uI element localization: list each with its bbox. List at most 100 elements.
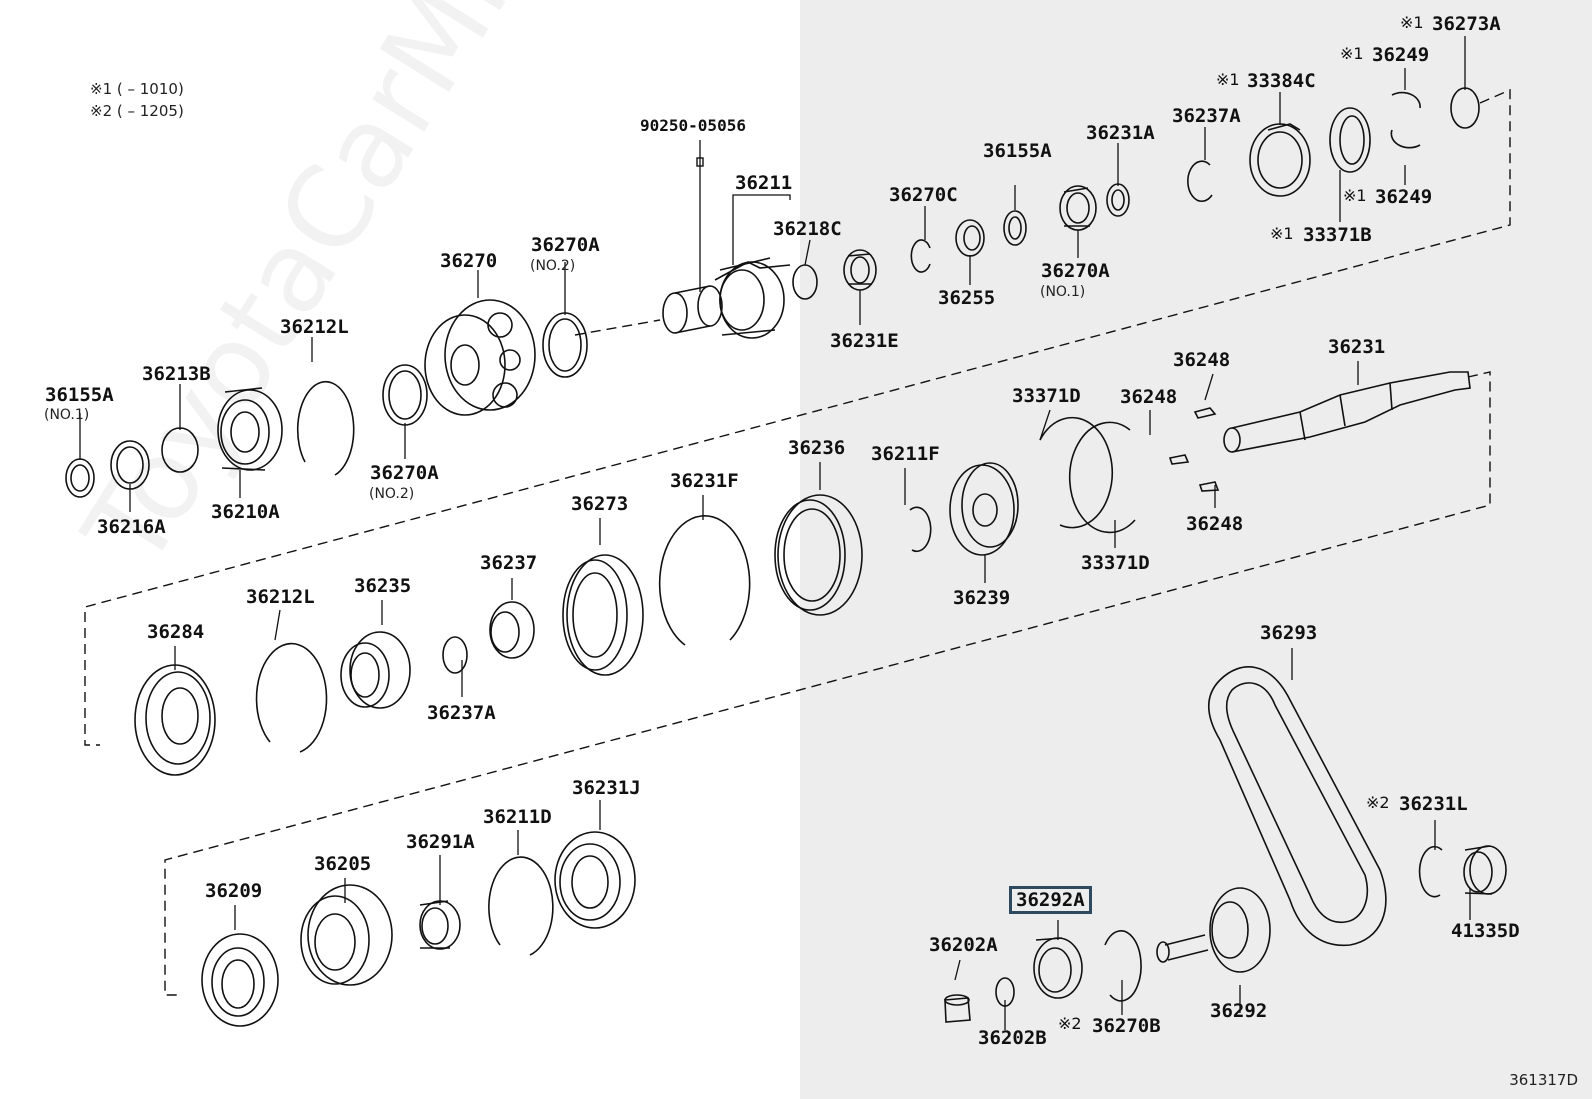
part-label-36209[interactable]: 36209 bbox=[205, 880, 263, 902]
part-label-36270A-mid[interactable]: 36270A bbox=[370, 462, 439, 484]
part-label-36155A-top[interactable]: 36155A bbox=[983, 140, 1052, 162]
part-label-36273[interactable]: 36273 bbox=[571, 493, 629, 515]
part-label-36218C[interactable]: 36218C bbox=[773, 218, 842, 240]
part-label-36231[interactable]: 36231 bbox=[1328, 336, 1386, 358]
part-label-36237A-top[interactable]: 36237A bbox=[1172, 105, 1241, 127]
part-label-36202A[interactable]: 36202A bbox=[929, 934, 998, 956]
part-label-36284[interactable]: 36284 bbox=[147, 621, 205, 643]
part-36293-chain bbox=[1208, 666, 1387, 947]
part-33371B-plate bbox=[1329, 107, 1371, 173]
part-label-36255[interactable]: 36255 bbox=[938, 287, 996, 309]
part-36231J-bearing bbox=[554, 831, 636, 929]
diagram-code: 361317D bbox=[1509, 1071, 1578, 1089]
part-36292A-bearing bbox=[1033, 937, 1083, 999]
part-label-36213B[interactable]: 36213B bbox=[142, 363, 211, 385]
legend-note-1: ※1 ( – 1010) bbox=[90, 80, 184, 98]
part-label-36248-b[interactable]: 36248 bbox=[1120, 386, 1178, 408]
part-label-36249-top[interactable]: 36249 bbox=[1372, 44, 1430, 66]
part-36248-keys bbox=[1168, 407, 1220, 492]
part-label-36155A-left[interactable]: 36155A bbox=[45, 384, 114, 406]
part-label-36270[interactable]: 36270 bbox=[440, 250, 498, 272]
part-label-36291A[interactable]: 36291A bbox=[406, 831, 475, 853]
part-36255-bushing bbox=[955, 219, 985, 257]
mark-1-36249-top: ※1 bbox=[1340, 44, 1364, 63]
part-36211-shaft bbox=[662, 257, 791, 339]
part-41335D-bearing bbox=[1463, 845, 1507, 895]
part-label-36211[interactable]: 36211 bbox=[735, 172, 793, 194]
part-36236-ring-gear bbox=[774, 494, 863, 616]
part-label-36202B[interactable]: 36202B bbox=[978, 1027, 1047, 1049]
part-36270C-snapring bbox=[910, 239, 931, 273]
part-36210A-bearing bbox=[217, 387, 283, 471]
part-label-90250-05056[interactable]: 90250-05056 bbox=[640, 116, 746, 135]
part-36209-sprocket bbox=[201, 933, 279, 1027]
part-36212L-snapring-top bbox=[296, 380, 355, 476]
part-label-36235[interactable]: 36235 bbox=[354, 575, 412, 597]
part-36270A-washer-no2 bbox=[542, 312, 588, 378]
part-label-36270A-no1[interactable]: 36270A bbox=[1041, 260, 1110, 282]
part-label-36239[interactable]: 36239 bbox=[953, 587, 1011, 609]
part-36202B-oring bbox=[995, 977, 1015, 1007]
part-36231L-snapring bbox=[1418, 845, 1443, 898]
part-label-36231A[interactable]: 36231A bbox=[1086, 122, 1155, 144]
part-label-36270C[interactable]: 36270C bbox=[889, 184, 958, 206]
part-label-41335D[interactable]: 41335D bbox=[1451, 920, 1520, 942]
part-label-36231J[interactable]: 36231J bbox=[572, 777, 641, 799]
part-label-36211F[interactable]: 36211F bbox=[871, 443, 940, 465]
part-36231E-bearing bbox=[843, 249, 877, 291]
sub-label-no2-mid: (NO.2) bbox=[369, 486, 415, 502]
mark-2-36270B: ※2 bbox=[1058, 1014, 1082, 1033]
part-label-36292A-highlighted[interactable]: 36292A bbox=[1009, 886, 1092, 914]
part-label-36237[interactable]: 36237 bbox=[480, 552, 538, 574]
mark-1-36273A: ※1 bbox=[1400, 13, 1424, 32]
part-36270A-washer-mid bbox=[382, 364, 428, 426]
part-36155A-washer bbox=[1003, 210, 1027, 246]
part-label-36216A[interactable]: 36216A bbox=[97, 516, 166, 538]
part-label-36249-bottom[interactable]: 36249 bbox=[1375, 186, 1433, 208]
part-36213B-snapring bbox=[161, 427, 199, 473]
part-33384C-hub bbox=[1249, 123, 1311, 197]
part-90250-05056-pin bbox=[696, 157, 704, 167]
part-36249-segments bbox=[1390, 91, 1421, 149]
part-label-36231F[interactable]: 36231F bbox=[670, 470, 739, 492]
part-label-36231L[interactable]: 36231L bbox=[1399, 793, 1468, 815]
sub-label-no1-b: (NO.1) bbox=[44, 407, 90, 423]
part-label-33371D-bottom[interactable]: 33371D bbox=[1081, 552, 1150, 574]
part-label-36237A-mid[interactable]: 36237A bbox=[427, 702, 496, 724]
part-label-36211D[interactable]: 36211D bbox=[483, 806, 552, 828]
part-36231-mainshaft bbox=[1223, 371, 1471, 453]
part-label-36236[interactable]: 36236 bbox=[788, 437, 846, 459]
part-label-36205[interactable]: 36205 bbox=[314, 853, 372, 875]
part-label-36270A-top[interactable]: 36270A bbox=[531, 234, 600, 256]
part-label-36210A[interactable]: 36210A bbox=[211, 501, 280, 523]
part-36205-gear bbox=[300, 884, 393, 986]
part-label-36212L-top[interactable]: 36212L bbox=[280, 316, 349, 338]
part-label-36273A[interactable]: 36273A bbox=[1432, 13, 1501, 35]
part-label-33371B[interactable]: 33371B bbox=[1303, 224, 1372, 246]
part-label-36248-c[interactable]: 36248 bbox=[1186, 513, 1244, 535]
mark-1-36249-bottom: ※1 bbox=[1343, 186, 1367, 205]
part-36216A-washer bbox=[110, 440, 150, 490]
part-36273-sleeve bbox=[562, 554, 644, 676]
part-label-36292[interactable]: 36292 bbox=[1210, 1000, 1268, 1022]
part-36291A-bearing bbox=[419, 900, 461, 950]
part-label-36231E[interactable]: 36231E bbox=[830, 330, 899, 352]
part-label-36293[interactable]: 36293 bbox=[1260, 622, 1318, 644]
part-36237A-snapring bbox=[1187, 160, 1213, 202]
part-label-33371D-top[interactable]: 33371D bbox=[1012, 385, 1081, 407]
part-label-36248-a[interactable]: 36248 bbox=[1173, 349, 1231, 371]
part-label-36270B[interactable]: 36270B bbox=[1092, 1015, 1161, 1037]
part-label-36212L-mid[interactable]: 36212L bbox=[246, 586, 315, 608]
part-36239-hub bbox=[949, 462, 1019, 556]
part-36273A-snapring bbox=[1450, 87, 1480, 129]
part-36231A-washer bbox=[1106, 183, 1130, 217]
part-label-33384C[interactable]: 33384C bbox=[1247, 70, 1316, 92]
part-33371D-snapring-a bbox=[1039, 416, 1113, 529]
mark-1-33371B: ※1 bbox=[1270, 224, 1294, 243]
shaded-region bbox=[800, 0, 1592, 1099]
part-36211D-snapring bbox=[488, 856, 554, 956]
mark-1-33384C: ※1 bbox=[1216, 70, 1240, 89]
part-36270B-snapring bbox=[1104, 930, 1142, 1002]
legend-note-2: ※2 ( – 1205) bbox=[90, 102, 184, 120]
